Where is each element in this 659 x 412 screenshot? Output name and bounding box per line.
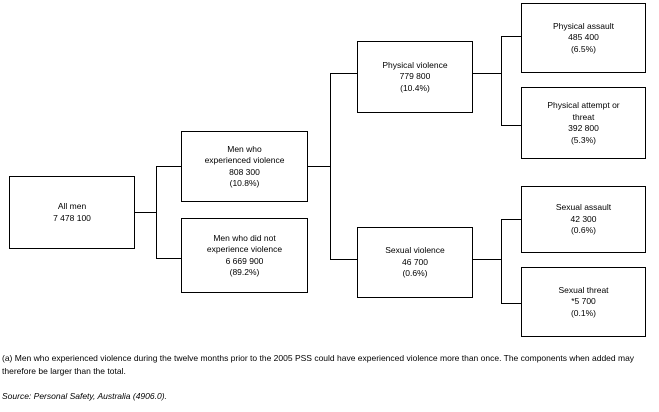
sexual-threat-percent: (0.1%): [570, 307, 597, 318]
sexual-assault-label: Sexual assault: [555, 202, 612, 213]
source-note: Source: Personal Safety, Australia (4906…: [2, 391, 167, 401]
sexual-threat-label: Sexual threat: [558, 284, 609, 295]
physical-attempt-threat-label-2: threat: [572, 111, 595, 122]
node-physical-violence: Physical violence 779 800 (10.4%): [357, 41, 473, 113]
sexual-violence-label: Sexual violence: [385, 245, 445, 256]
connector-to-sexual-violence: [330, 259, 357, 260]
connector-to-physical-assault: [501, 36, 521, 37]
connector-to-experienced-violence: [156, 166, 181, 167]
node-sexual-assault: Sexual assault 42 300 (0.6%): [521, 186, 646, 253]
node-all-men: All men 7 478 100: [9, 176, 135, 249]
physical-attempt-threat-percent: (5.3%): [570, 134, 597, 145]
physical-violence-percent: (10.4%): [400, 82, 430, 93]
footnote-a: (a) Men who experienced violence during …: [2, 353, 635, 376]
sexual-violence-value: 46 700: [402, 256, 428, 267]
connector-to-sexual-threat: [501, 303, 521, 304]
flowchart-diagram: All men 7 478 100 Men who experienced vi…: [9, 3, 646, 337]
connector-to-physical-violence: [330, 73, 357, 74]
connector-to-sexual-assault: [501, 219, 521, 220]
connector-sexual-branch-bracket: [501, 219, 502, 303]
node-experienced-violence: Men who experienced violence 808 300 (10…: [181, 131, 308, 202]
connector-to-not-experienced-violence: [156, 258, 181, 259]
experienced-violence-percent: (10.8%): [229, 178, 260, 188]
sexual-assault-percent: (0.6%): [570, 225, 597, 236]
physical-assault-label: Physical assault: [553, 20, 614, 31]
not-experienced-violence-label-2: experience violence: [206, 244, 283, 254]
connector-all-men-stub: [135, 212, 156, 213]
physical-attempt-threat-value: 392 800: [568, 123, 599, 133]
node-sexual-threat: Sexual threat *5 700 (0.1%): [521, 267, 646, 337]
connector-physical-violence-stub: [473, 73, 501, 74]
sexual-threat-value: *5 700: [571, 296, 596, 307]
experienced-violence-label-2: experienced violence: [204, 155, 285, 165]
not-experienced-violence-label-1: Men who did not: [213, 232, 276, 243]
not-experienced-violence-percent: (89.2%): [229, 267, 260, 277]
node-sexual-violence: Sexual violence 46 700 (0.6%): [357, 227, 473, 298]
connector-experienced-violence-stub: [308, 166, 330, 167]
sexual-violence-percent: (0.6%): [402, 268, 428, 279]
all-men-label: All men: [57, 201, 87, 211]
physical-violence-value: 779 800: [399, 71, 431, 82]
connector-sexual-violence-stub: [473, 259, 501, 260]
connector-level3-bracket: [330, 73, 331, 259]
connector-physical-branch-bracket: [501, 36, 502, 125]
connector-to-physical-attempt-threat: [501, 125, 521, 126]
node-not-experienced-violence: Men who did not experience violence 6 66…: [181, 218, 308, 293]
physical-assault-percent: (6.5%): [570, 43, 597, 54]
notes-section: (a) Men who experienced violence during …: [2, 352, 657, 403]
experienced-violence-label-1: Men who: [227, 143, 262, 154]
sexual-assault-value: 42 300: [570, 213, 597, 224]
connector-level2-bracket: [156, 166, 157, 258]
not-experienced-violence-value: 6 669 900: [225, 255, 264, 266]
physical-attempt-threat-label-1: Physical attempt or: [547, 100, 620, 110]
node-physical-assault: Physical assault 485 400 (6.5%): [521, 3, 646, 73]
node-physical-attempt-threat: Physical attempt or threat 392 800 (5.3%…: [521, 87, 646, 159]
experienced-violence-value: 808 300: [229, 166, 260, 177]
physical-violence-label: Physical violence: [382, 59, 448, 70]
physical-assault-value: 485 400: [568, 32, 599, 43]
all-men-value: 7 478 100: [53, 212, 91, 223]
